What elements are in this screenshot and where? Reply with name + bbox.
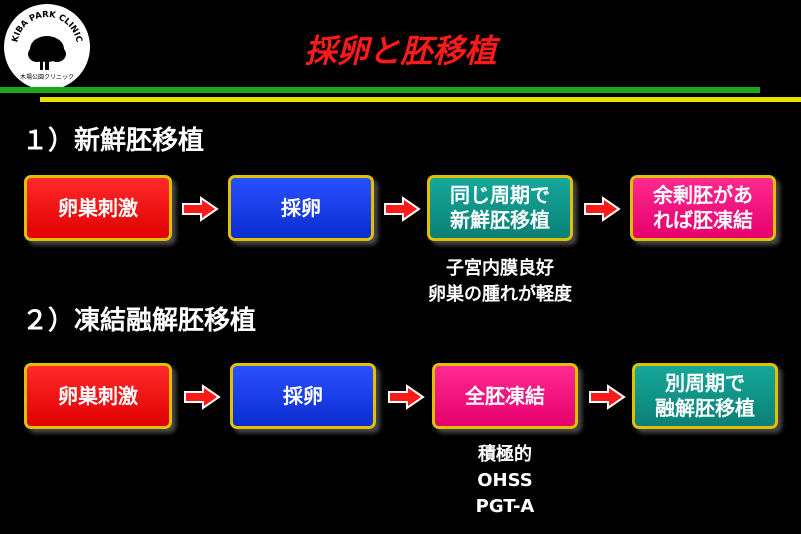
note-line: 子宮内膜良好 xyxy=(446,258,554,279)
right-arrow-icon xyxy=(584,196,621,222)
section1-note: 子宮内膜良好 卵巣の腫れが軽度 xyxy=(380,256,620,308)
section2-note: 積極的 OHSS PGT-A xyxy=(430,442,580,520)
section2-step-freeze-all: 全胚凍結 xyxy=(432,363,578,429)
green-divider xyxy=(0,87,760,93)
section2-step-thaw-transfer: 別周期で 融解胚移植 xyxy=(632,363,778,429)
clinic-logo: KIBA PARK CLINIC 木場公園クリニック xyxy=(4,4,90,90)
section2-step-egg-retrieval: 採卵 xyxy=(230,363,376,429)
yellow-divider xyxy=(40,97,801,102)
slide-title: 採卵と胚移植 xyxy=(304,32,497,70)
right-arrow-icon xyxy=(589,384,626,410)
note-line: PGT-A xyxy=(475,496,535,517)
section1-step-ovarian-stimulation: 卵巣刺激 xyxy=(24,175,172,241)
note-line: 積極的 xyxy=(478,444,532,465)
section2-heading: ２）凍結融解胚移植 xyxy=(22,306,257,336)
section1-step-egg-retrieval: 採卵 xyxy=(228,175,374,241)
section1-heading: １）新鮮胚移植 xyxy=(22,126,205,156)
logo-subtext: 木場公園クリニック xyxy=(20,73,74,81)
note-line: 卵巣の腫れが軽度 xyxy=(428,284,572,305)
right-arrow-icon xyxy=(388,384,425,410)
tree-icon: KIBA PARK CLINIC 木場公園クリニック xyxy=(10,10,83,81)
section1-step-surplus-freeze: 余剰胚があ れば胚凍結 xyxy=(630,175,776,241)
right-arrow-icon xyxy=(384,196,421,222)
note-line: OHSS xyxy=(477,470,533,491)
section1-step-fresh-transfer: 同じ周期で 新鮮胚移植 xyxy=(427,175,573,241)
right-arrow-icon xyxy=(182,196,219,222)
right-arrow-icon xyxy=(184,384,221,410)
section2-step-ovarian-stimulation: 卵巣刺激 xyxy=(24,363,172,429)
